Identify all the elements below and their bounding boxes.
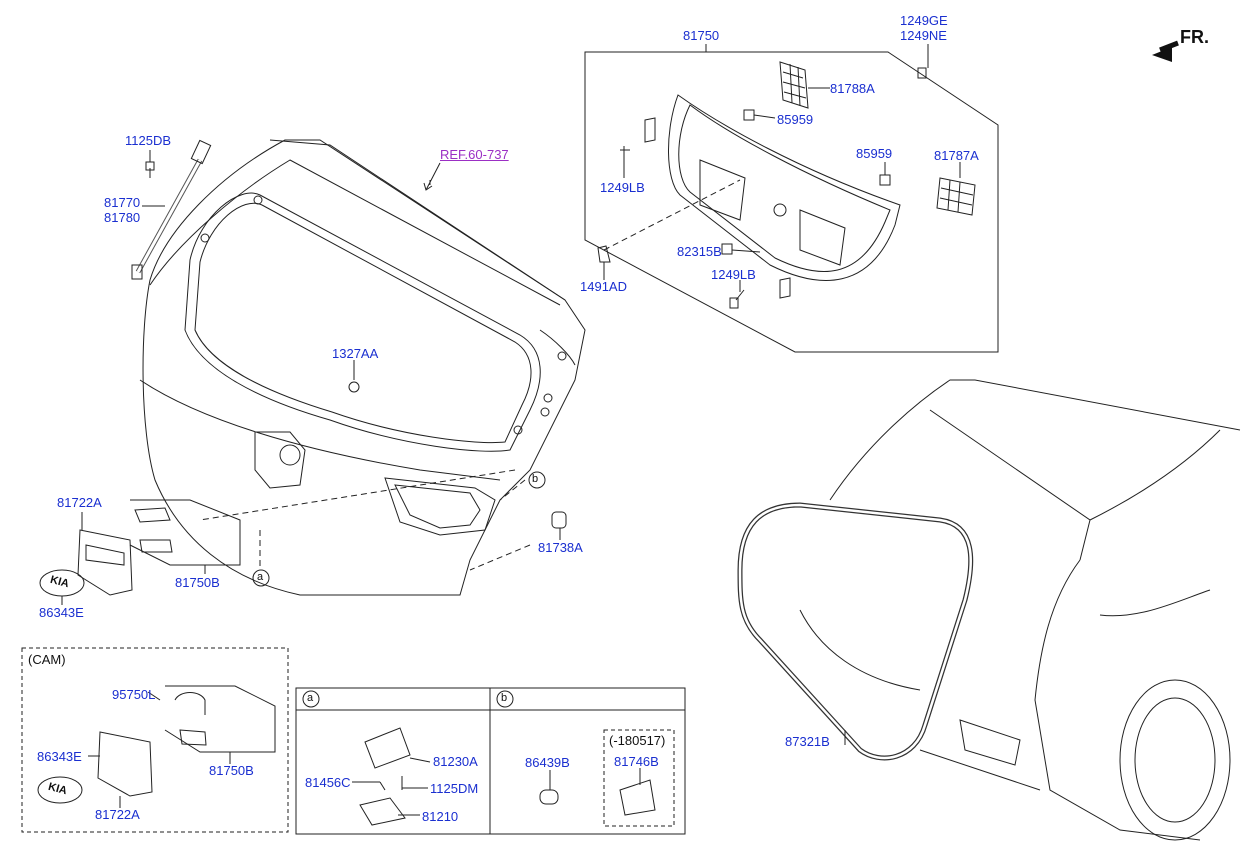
a-part-81456C[interactable]: 81456C — [305, 775, 351, 790]
cam-part-95750L[interactable]: 95750L — [112, 687, 156, 702]
part-81722A[interactable]: 81722A — [57, 495, 102, 510]
callout-b[interactable]: b — [532, 473, 539, 485]
part-1491AD[interactable]: 1491AD — [580, 279, 627, 294]
ref-arrow — [425, 162, 441, 191]
a-part-1125DM[interactable]: 1125DM — [430, 781, 479, 796]
b-part-86439B[interactable]: 86439B — [525, 755, 570, 770]
trim-box — [584, 51, 999, 353]
cam-part-81750B[interactable]: 81750B — [209, 763, 254, 778]
cam-box-title: (CAM) — [28, 652, 66, 667]
part-81780[interactable]: 81780 — [104, 210, 141, 225]
garnish-parts — [39, 381, 567, 597]
part-1327AA[interactable]: 1327AA — [332, 346, 379, 361]
table-header-a: a — [307, 692, 314, 704]
part-1249LB-a[interactable]: 1249LB — [600, 180, 645, 195]
cam-part-81722A[interactable]: 81722A — [95, 807, 140, 822]
detail-table — [295, 687, 686, 835]
callout-b-circle — [528, 471, 546, 489]
table-header-b: b — [501, 692, 508, 704]
seal-and-vehicle — [737, 379, 1241, 841]
part-1249LB-b[interactable]: 1249LB — [711, 267, 756, 282]
part-81788A[interactable]: 81788A — [830, 81, 875, 96]
a-part-81230A[interactable]: 81230A — [433, 754, 478, 769]
part-81750[interactable]: 81750 — [683, 28, 720, 43]
b-part-81746B[interactable]: 81746B — [614, 754, 659, 769]
part-81738A[interactable]: 81738A — [538, 540, 583, 555]
part-85959-a[interactable]: 85959 — [777, 112, 814, 127]
a-part-81210[interactable]: 81210 — [422, 809, 459, 824]
part-81770[interactable]: 81770 — [104, 195, 141, 210]
part-81750B[interactable]: 81750B — [175, 575, 220, 590]
part-87321B[interactable]: 87321B — [785, 734, 830, 749]
part-82315B[interactable]: 82315B — [677, 244, 722, 259]
part-81787A[interactable]: 81787A — [934, 148, 979, 163]
dashed-guides — [199, 179, 741, 571]
reference-link[interactable]: REF.60-737 — [440, 147, 509, 162]
part-1249NE[interactable]: 1249NE — [900, 28, 947, 43]
part-1249GE[interactable]: 1249GE — [900, 13, 948, 28]
part-1125DB[interactable]: 1125DB — [125, 133, 172, 148]
callout-a[interactable]: a — [257, 571, 264, 583]
callout-a-circle — [252, 569, 270, 587]
cam-box — [21, 647, 289, 833]
part-85959-b[interactable]: 85959 — [856, 146, 893, 161]
cam-part-86343E[interactable]: 86343E — [37, 749, 82, 764]
b-sub-note: (-180517) — [609, 733, 666, 748]
gas-strut — [131, 139, 212, 280]
leader-lines — [61, 44, 961, 816]
tailgate-panel — [139, 139, 586, 596]
fr-arrow-icon — [1152, 47, 1172, 62]
part-86343E[interactable]: 86343E — [39, 605, 84, 620]
front-direction-label: FR. — [1180, 27, 1209, 47]
